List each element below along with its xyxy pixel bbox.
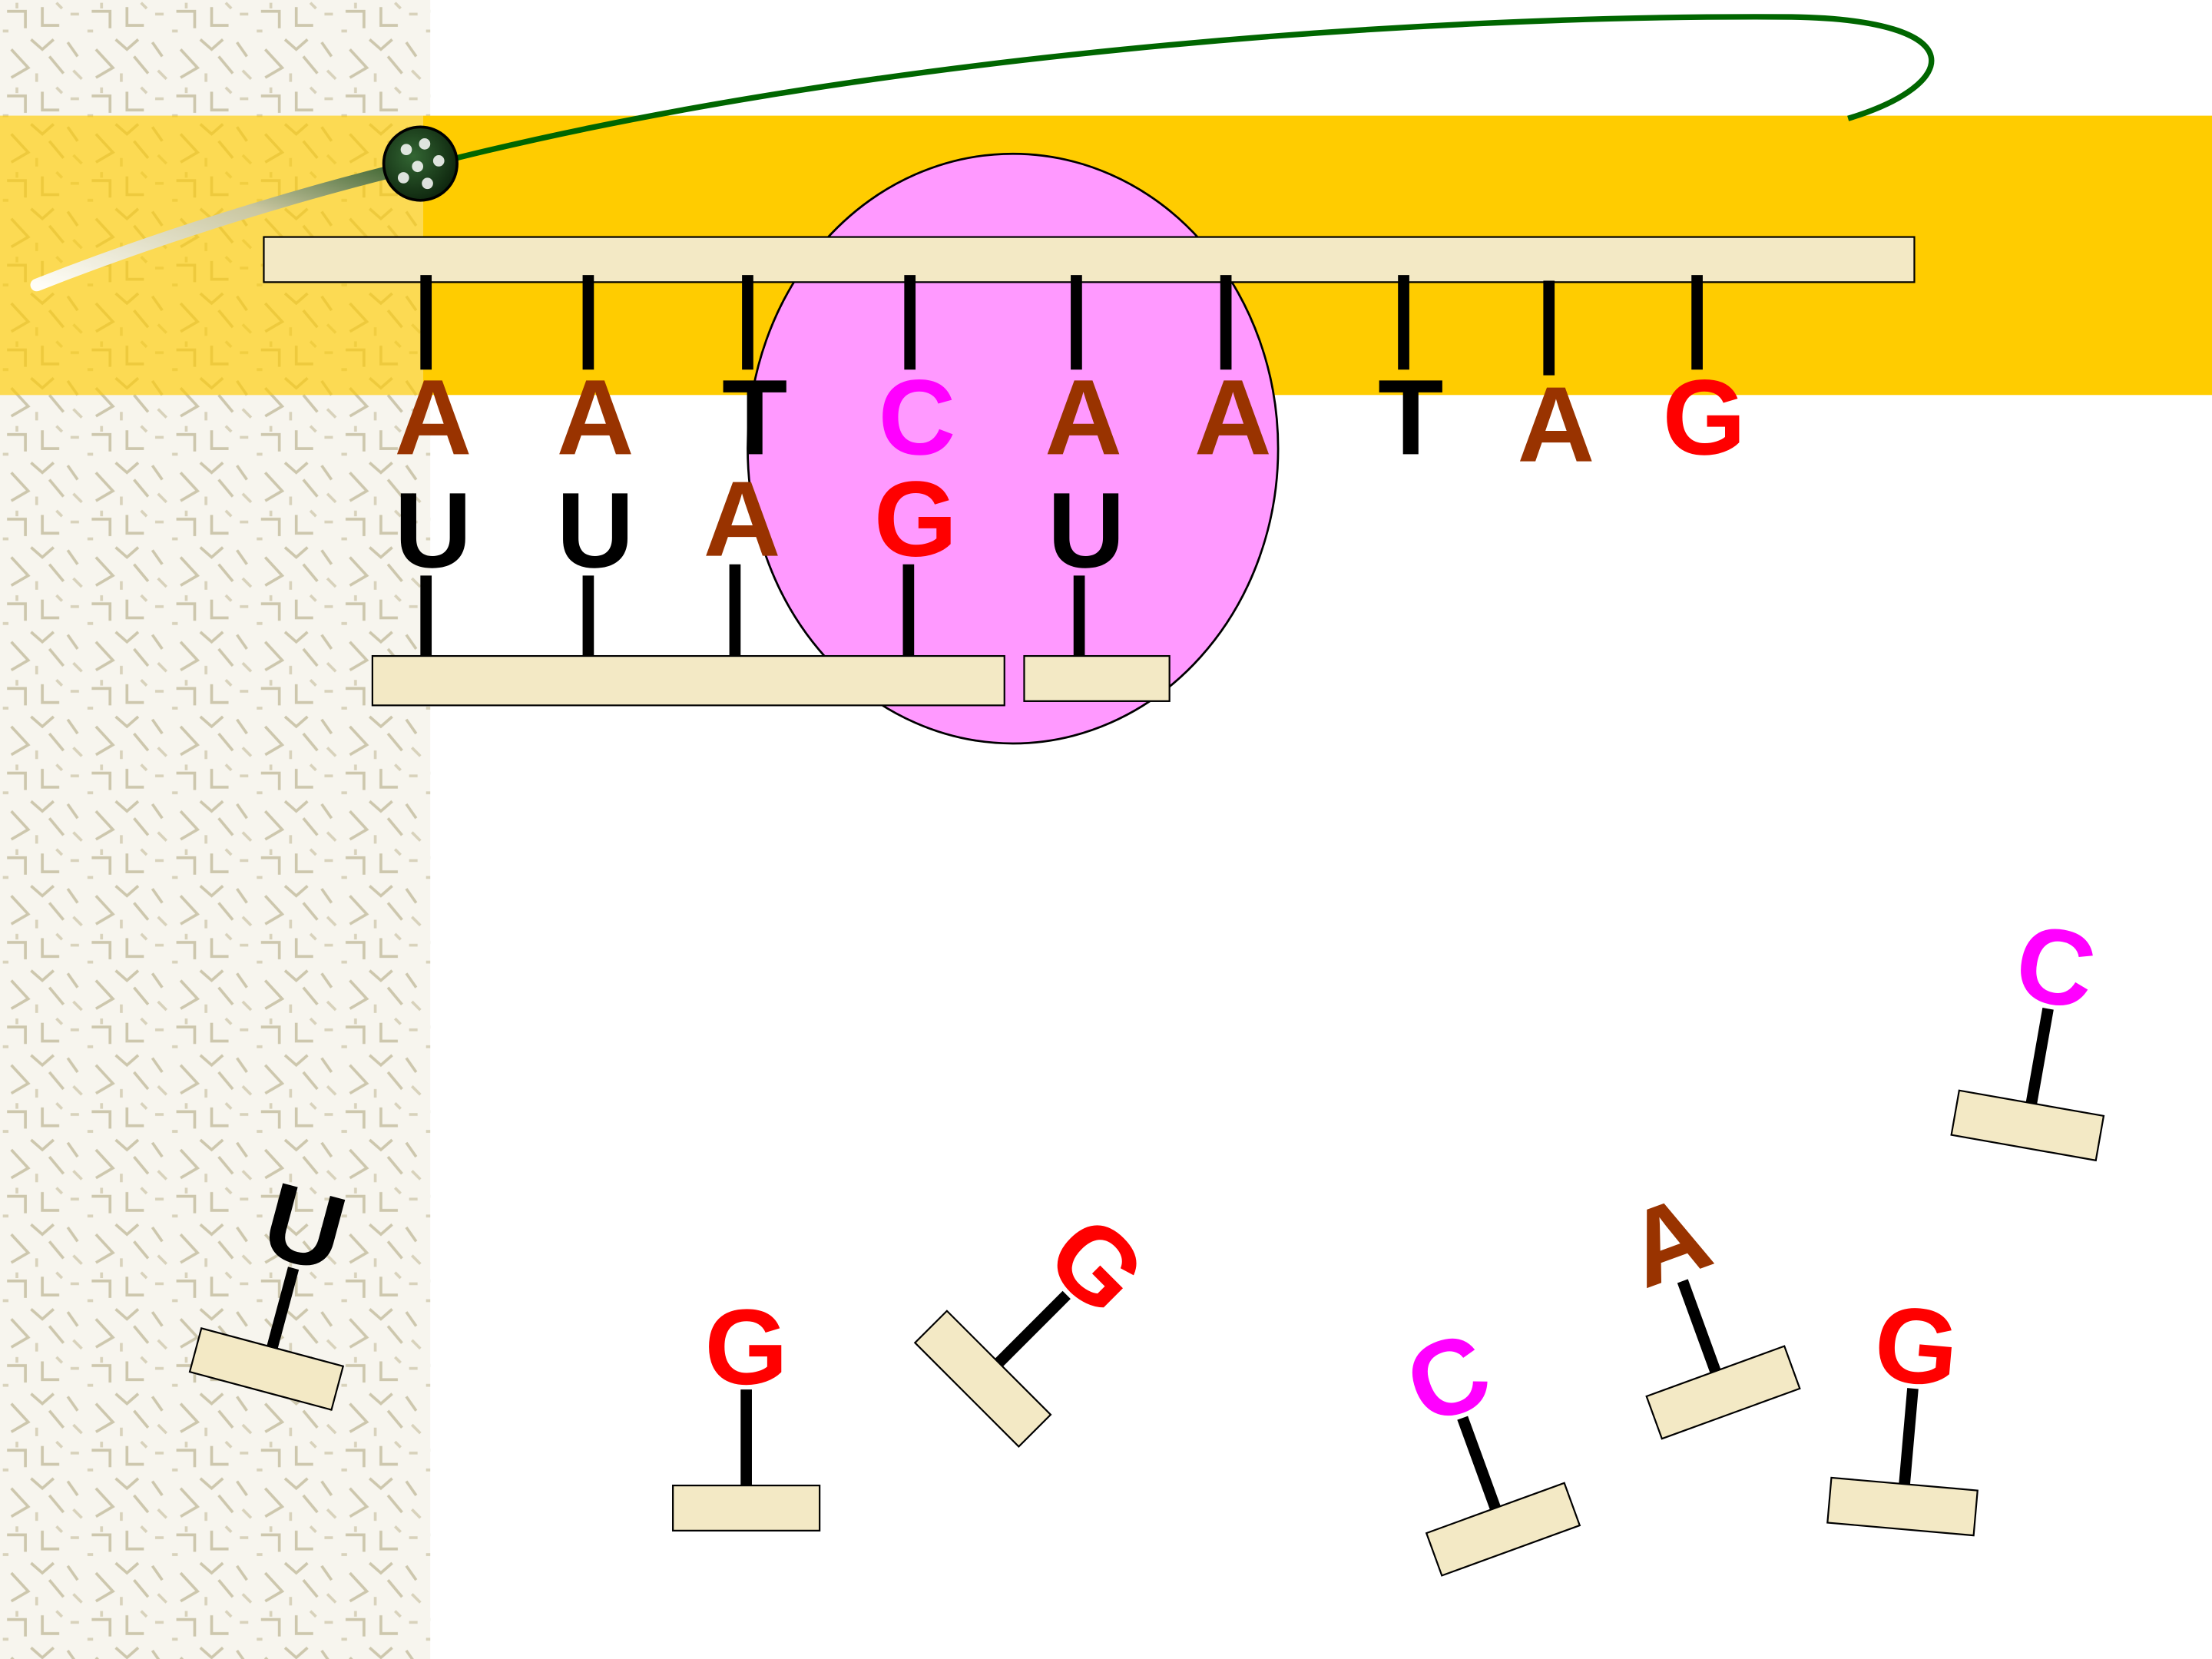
free-nucleotide: G	[913, 1193, 1168, 1448]
rna-base: G	[874, 459, 958, 579]
free-nucleotide-base: G	[1869, 1283, 1963, 1409]
ribosome	[747, 152, 1280, 745]
dna-base: C	[878, 357, 955, 477]
free-nucleotide: C	[1950, 901, 2105, 1162]
rna-base: U	[557, 470, 634, 590]
polymerase-icon	[382, 125, 459, 202]
nucleotide-bond	[995, 1290, 1071, 1367]
nucleotide-bond	[1457, 1416, 1501, 1510]
nucleotide-backbone	[1425, 1482, 1581, 1577]
free-nucleotide-base: G	[704, 1287, 788, 1407]
rna-base: A	[704, 459, 781, 579]
dna-base: T	[1378, 357, 1443, 477]
free-nucleotide-base: A	[1611, 1171, 1725, 1310]
free-nucleotide: G	[1826, 1283, 1979, 1537]
dna-base: T	[722, 357, 787, 477]
free-nucleotide-base: C	[2007, 901, 2104, 1032]
dna-base: A	[1518, 365, 1595, 485]
dna-base: A	[1194, 357, 1272, 477]
rna-base: U	[394, 470, 472, 590]
nucleotide-bond	[1677, 1279, 1721, 1373]
free-nucleotide: G	[672, 1287, 821, 1532]
dna-base: A	[1045, 357, 1122, 477]
nucleotide-bond	[2025, 1008, 2054, 1104]
dna-base: A	[557, 357, 634, 477]
polymerase-strand	[422, 14, 1935, 170]
free-nucleotide-base: C	[1391, 1309, 1505, 1448]
rna-backbone	[371, 654, 1171, 707]
nucleotide-backbone	[1826, 1476, 1979, 1537]
free-nucleotide: A	[1611, 1171, 1801, 1440]
dna-backbone	[263, 236, 1916, 283]
nucleotide-bond	[1899, 1388, 1919, 1485]
nucleotide-backbone	[1645, 1345, 1801, 1440]
free-nucleotide: C	[1391, 1309, 1581, 1577]
rna-base: U	[1048, 470, 1125, 590]
nucleotide-backbone	[672, 1484, 821, 1532]
strand-tail	[30, 157, 430, 292]
nucleotide-bond	[267, 1267, 300, 1349]
dna-base: A	[394, 357, 472, 477]
dna-base: G	[1662, 357, 1746, 477]
